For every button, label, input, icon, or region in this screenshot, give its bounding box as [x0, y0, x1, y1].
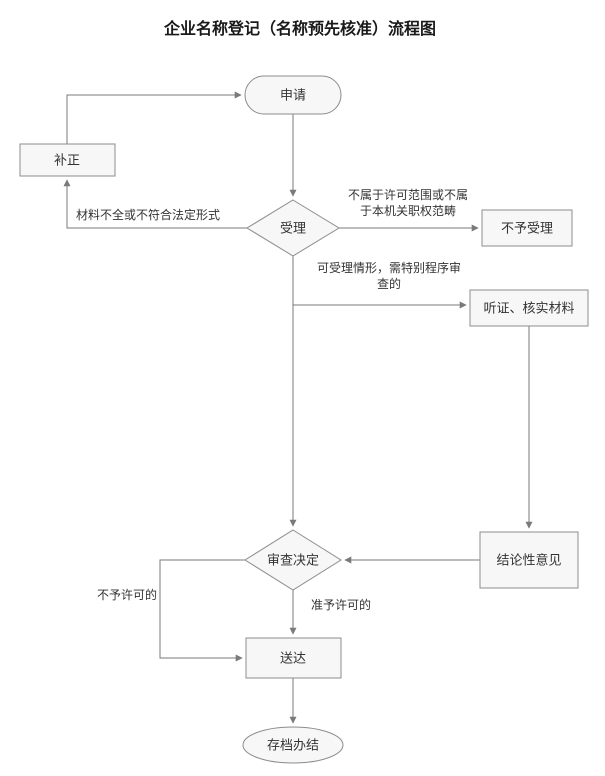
- accept-node: [246, 199, 340, 257]
- edge-accept-to-correction: [63, 179, 247, 229]
- delivery-node: [245, 637, 342, 679]
- conclusion-node-label: 结论性意见: [496, 553, 561, 569]
- delivery-node-label: 送达: [280, 652, 306, 667]
- nodes: 申请 补正 受理 不予受理 听证、核实材料 审查决定 结论性意见 送达: [19, 75, 589, 764]
- label-permitted: 准予许可的: [311, 597, 371, 612]
- edge-labels: 材料不全或不符合法定形式 不属于许可范围或不属 于本机关职权范畴 可受理情形，需…: [76, 188, 468, 612]
- label-out-of-scope-line1: 不属于许可范围或不属: [348, 188, 468, 202]
- decision-node: [244, 529, 342, 591]
- hearing-node: [469, 289, 589, 327]
- apply-node-label: 申请: [280, 89, 306, 104]
- not-accept-node-label: 不予受理: [501, 222, 553, 237]
- label-out-of-scope-line2: 于本机关职权范畴: [360, 204, 456, 218]
- decision-node-label: 审查决定: [267, 554, 319, 569]
- archive-node-label: 存档办结: [267, 739, 319, 754]
- edges: [63, 91, 533, 724]
- correction-node-label: 补正: [54, 154, 80, 169]
- label-incomplete-materials: 材料不全或不符合法定形式: [76, 207, 220, 222]
- apply-node: [244, 75, 342, 115]
- conclusion-node: [479, 531, 579, 589]
- edge-decision-not-permitted-to-delivery: [159, 559, 245, 662]
- label-not-permitted: 不予许可的: [97, 587, 157, 602]
- page-title: 企业名称登记（名称预先核准）流程图: [163, 19, 436, 38]
- accept-node-label: 受理: [280, 222, 306, 237]
- edge-correction-to-apply: [66, 91, 242, 144]
- archive-node: [242, 726, 344, 764]
- label-special-procedure-line1: 可受理情形，需特别程序审: [317, 260, 461, 275]
- not-accept-node: [481, 209, 573, 247]
- hearing-node-label: 听证、核实材料: [483, 302, 574, 317]
- label-special-procedure-line2: 查的: [377, 276, 401, 291]
- correction-node: [19, 143, 116, 177]
